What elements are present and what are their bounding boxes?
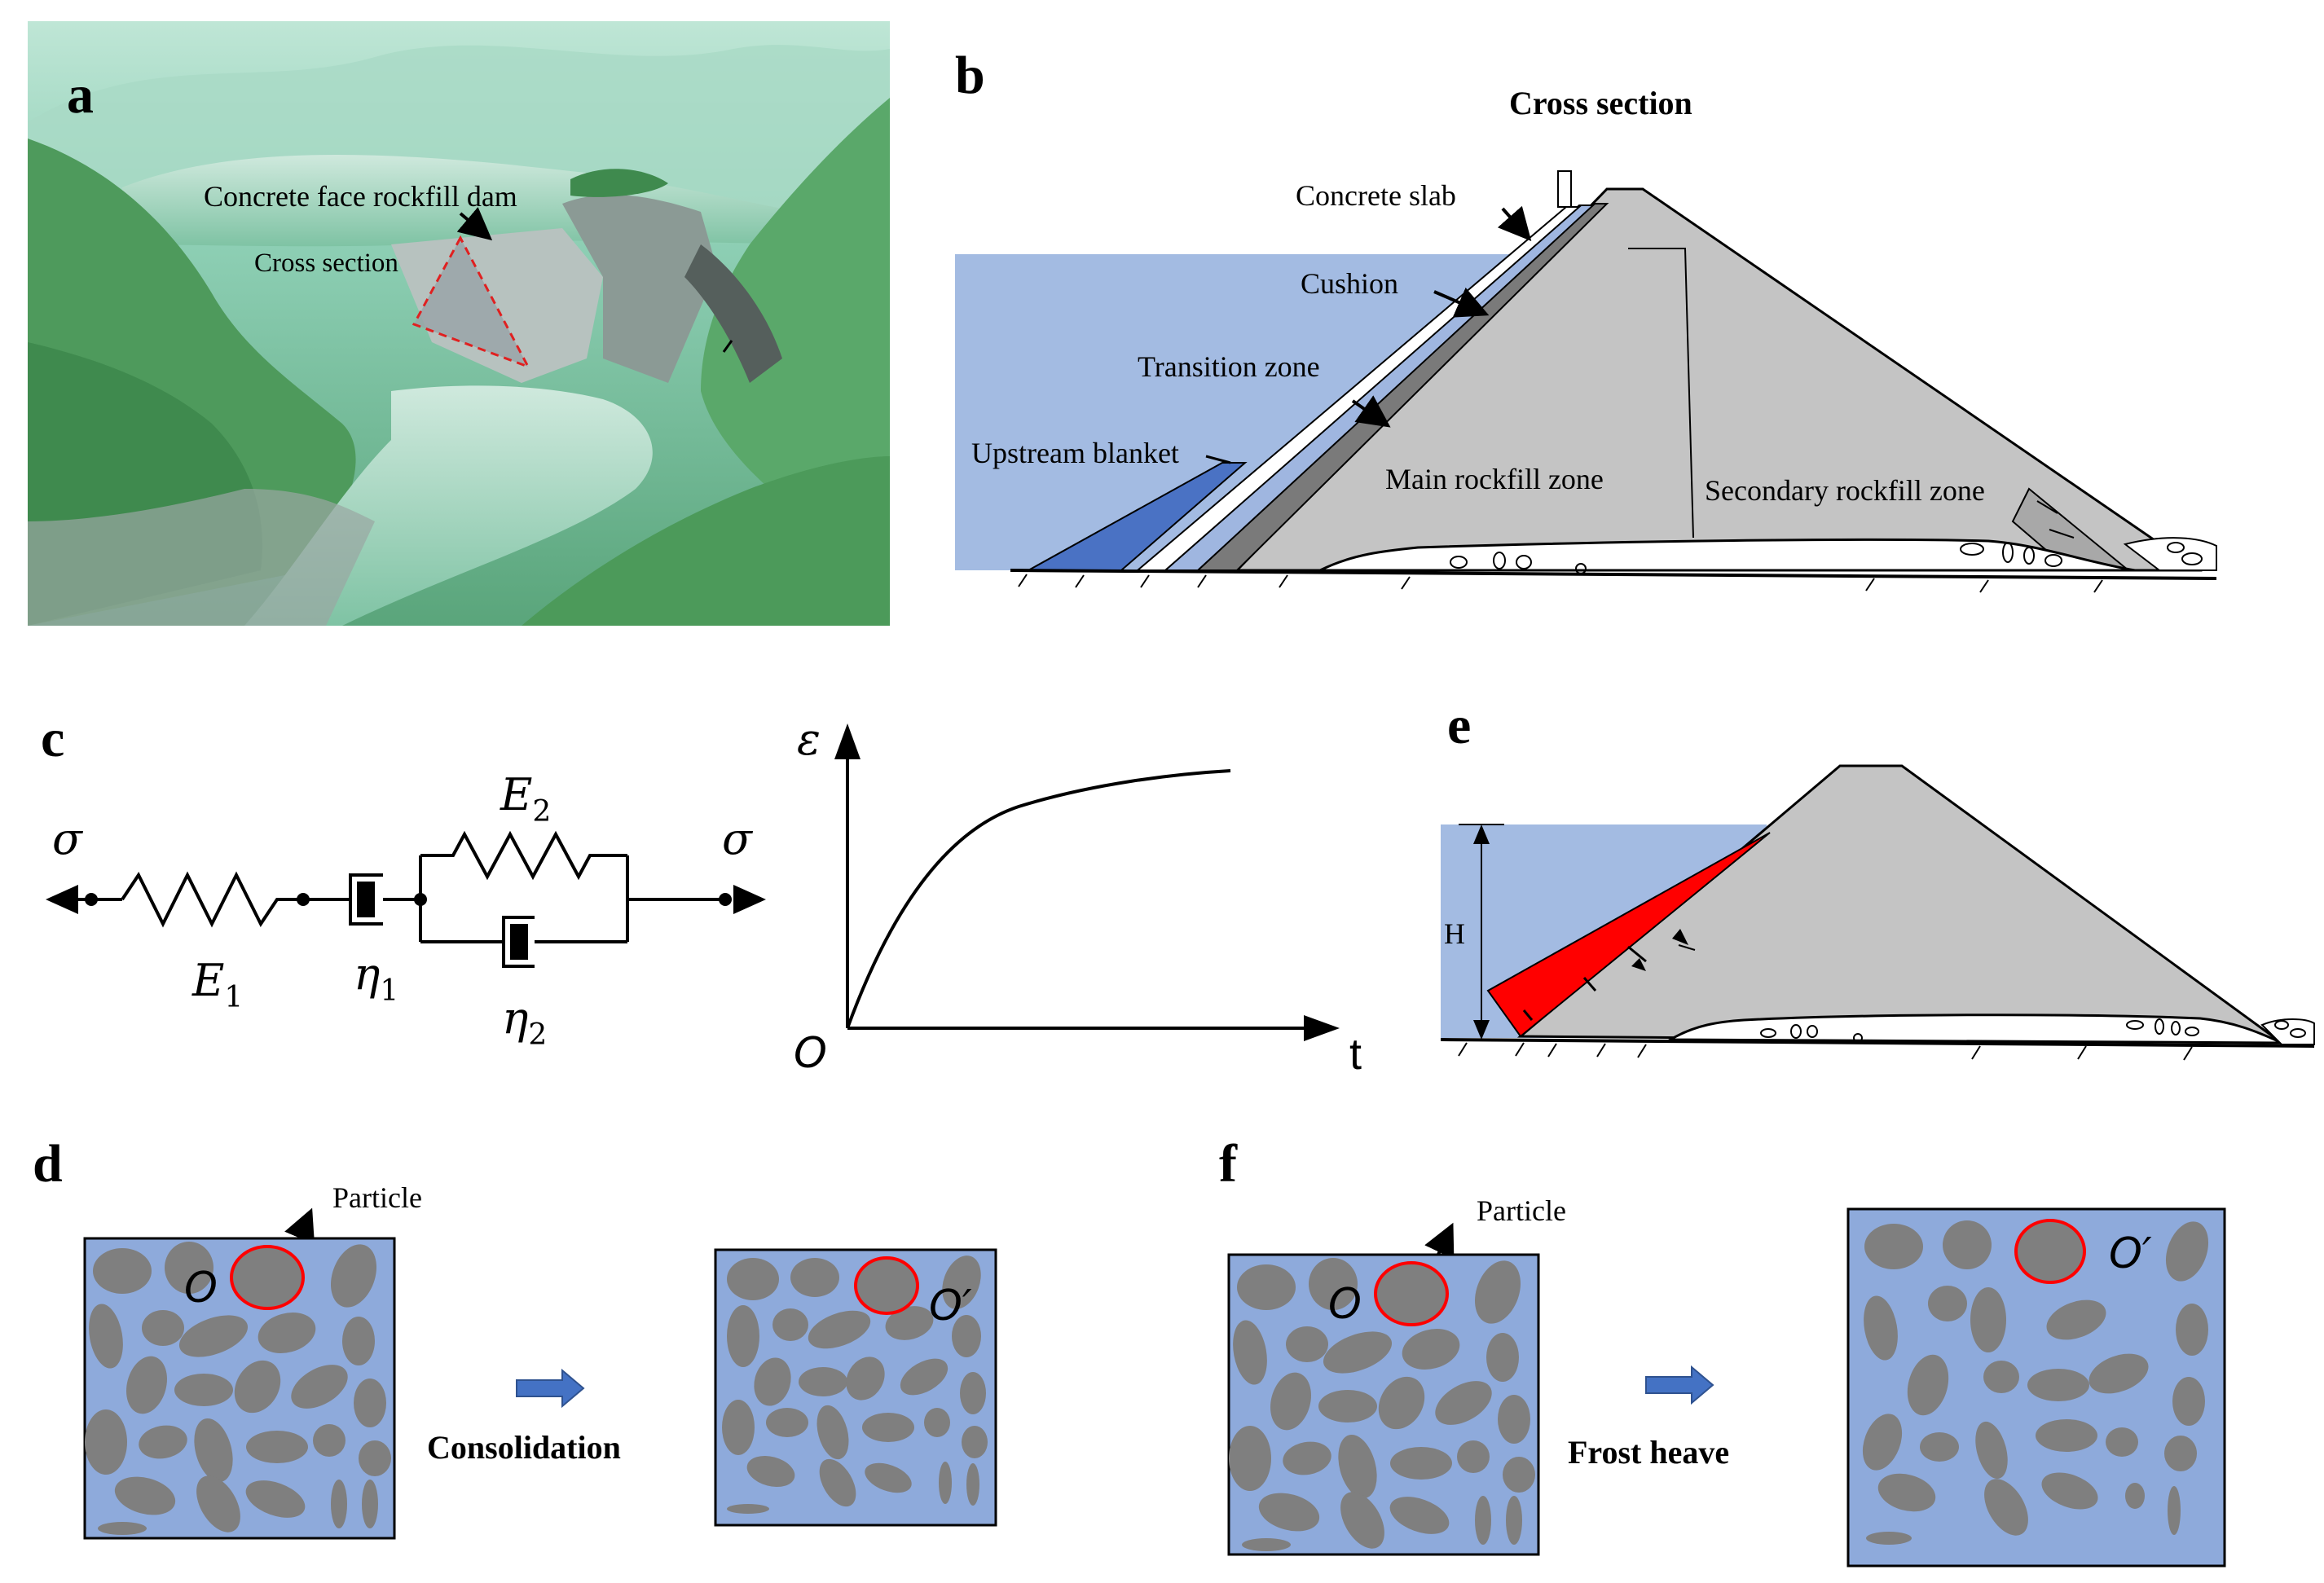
stress-left-symbol: σ <box>52 813 84 864</box>
label-main-rockfill-zone: Main rockfill zone <box>1385 463 1604 495</box>
modulus-e2: E2 <box>500 769 551 829</box>
panel-d: d Particle <box>33 1134 997 1540</box>
soil-sample-after-consolidation: O′ <box>714 1248 997 1527</box>
stress-right-symbol: σ <box>722 813 754 864</box>
panel-letter-d: d <box>33 1134 63 1194</box>
label-concrete-slab: Concrete slab <box>1296 179 1456 212</box>
tracked-particle-after-consolidation <box>854 1256 919 1315</box>
panel-a: a Concrete face rockfill dam Cross secti… <box>28 21 890 626</box>
panel-c: c σ σ E1 <box>41 709 1362 1079</box>
burgers-model <box>49 830 725 968</box>
label-secondary-rockfill-zone: Secondary rockfill zone <box>1705 474 1985 507</box>
label-upstream-blanket: Upstream blanket <box>971 437 1179 469</box>
consolidation-label: Consolidation <box>427 1429 621 1466</box>
particle-origin-after-d: O′ <box>929 1282 972 1330</box>
viscosity-eta2: η2 <box>502 992 547 1052</box>
cross-section-title: Cross section <box>1509 85 1692 121</box>
consolidation-arrow <box>516 1368 585 1409</box>
particle-origin-after-f: O′ <box>2109 1229 2152 1278</box>
dam-photo <box>28 21 890 626</box>
creep-curve-plot: ε t O <box>794 714 1362 1079</box>
creep-curve <box>846 769 1231 1029</box>
particle-label-f: Particle <box>1477 1194 1566 1227</box>
height-label: H <box>1444 917 1465 950</box>
frost-heave-arrow <box>1645 1365 1714 1405</box>
panel-f: f Particle <box>1219 1134 2226 1568</box>
foundation-layer <box>1319 538 2136 572</box>
panel-letter-c: c <box>41 709 64 768</box>
water-pressure-load <box>1486 832 1771 1038</box>
panel-letter-a: a <box>67 65 94 125</box>
particle-label-d: Particle <box>332 1181 422 1214</box>
label-concrete-face-rockfill-dam: Concrete face rockfill dam <box>204 180 517 213</box>
soil-sample-before-consolidation: O <box>83 1237 396 1540</box>
tracked-particle-after-frost <box>2014 1219 2086 1284</box>
panel-b: b Cross section <box>955 46 2217 593</box>
viscosity-eta1: η1 <box>354 948 398 1008</box>
tracked-particle-before-frost <box>1374 1261 1449 1326</box>
label-cross-section-photo: Cross section <box>254 248 398 278</box>
panel-letter-b: b <box>955 46 985 105</box>
panel-letter-e: e <box>1447 696 1471 755</box>
particle-origin-before-d: O <box>184 1264 218 1313</box>
axis-label-time: t <box>1349 1030 1362 1079</box>
label-transition-zone: Transition zone <box>1138 350 1320 383</box>
modulus-e1: E1 <box>191 955 243 1014</box>
panel-e: e <box>1440 696 2315 1061</box>
soil-sample-after-frost-heave: O′ <box>1846 1207 2226 1568</box>
axis-label-strain: ε <box>797 714 821 765</box>
label-cushion: Cushion <box>1301 267 1398 300</box>
panel-letter-f: f <box>1219 1134 1238 1194</box>
tracked-particle-before <box>230 1245 305 1310</box>
axis-origin: O <box>794 1029 827 1078</box>
soil-sample-before-frost-heave: O <box>1227 1253 1540 1556</box>
particle-origin-before-f: O <box>1328 1280 1362 1329</box>
frost-heave-label: Frost heave <box>1568 1434 1729 1471</box>
